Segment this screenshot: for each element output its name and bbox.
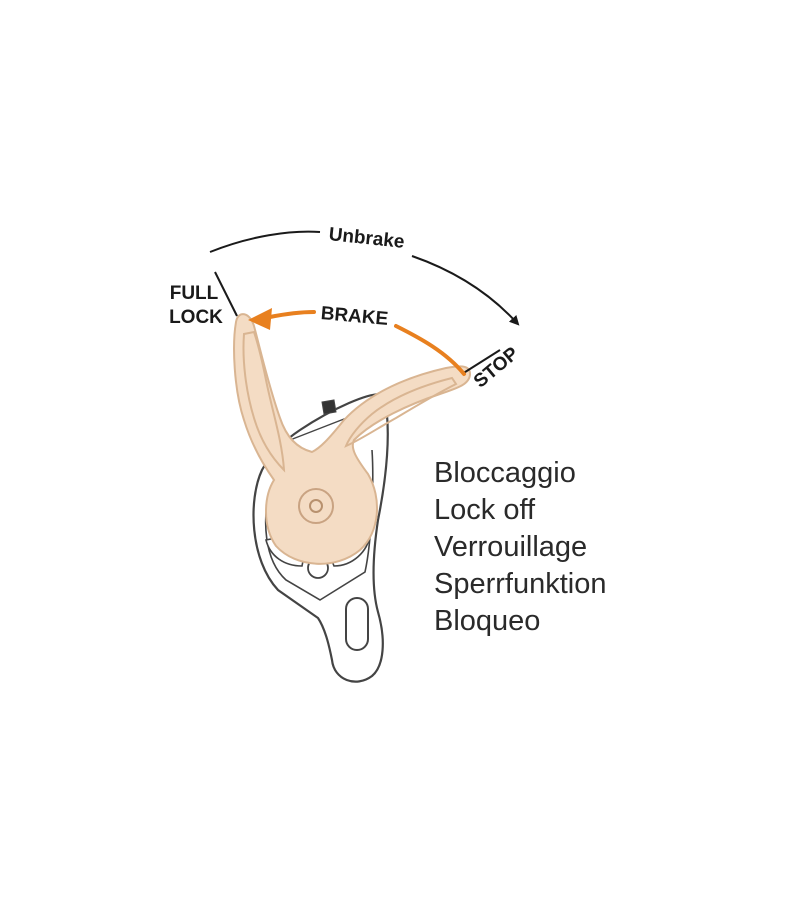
handle-shape [233,313,472,565]
full-lock-label-line1: FULL [170,283,219,304]
caption-french: Verrouillage [434,531,588,563]
handle [233,313,472,565]
brake-arc-right [394,324,466,376]
stop-label: STOP [470,343,523,392]
brake-arrow-head [248,308,272,330]
handle-grip-left [242,330,286,473]
caption-english: Lock off [434,494,536,526]
lock-off-captions: Bloccaggio Lock off Verrouillage Sperrfu… [434,455,607,640]
brake-label: BRAKE [320,303,389,330]
unbrake-arc-right [411,255,520,326]
full-lock-tick [214,271,238,317]
caption-italian: Bloccaggio [434,457,576,489]
stop-tick [461,349,501,375]
pivot-outer [298,488,334,524]
handle-grip-right [344,376,458,448]
full-lock-label-line2: LOCK [169,307,223,328]
caption-spanish: Bloqueo [434,605,541,637]
unbrake-label: Unbrake [328,224,406,253]
pivot-inner [309,499,323,513]
brake-arc-left [268,310,316,319]
unbrake-arc [209,230,321,253]
caption-german: Sperrfunktion [434,568,607,600]
